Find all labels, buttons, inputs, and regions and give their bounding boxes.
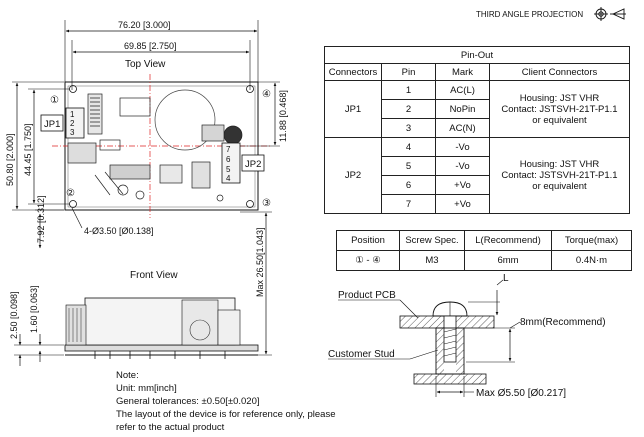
pinout-title: Pin-Out	[324, 46, 630, 64]
customer-stud-label: Customer Stud	[328, 349, 395, 360]
pinout-pin: 7	[381, 194, 436, 214]
screw-table: Position Screw Spec. L(Recommend) Torque…	[336, 230, 632, 271]
pinout-mark: AC(L)	[435, 80, 490, 100]
dim-hole-spacing-y: 44.45 [1.750]	[23, 123, 33, 176]
pinout-client-jp2: Housing: JST VHR Contact: JSTSVH-21T-P1.…	[489, 137, 630, 214]
pinout-connector-jp1: JP1	[324, 80, 382, 138]
top-view-title: Top View	[125, 59, 166, 70]
jp1-pin-3: 3	[70, 128, 75, 137]
component-outlines	[67, 89, 243, 202]
pinout-header-client: Client Connectors	[489, 63, 630, 81]
jp2-pin-7: 7	[226, 145, 231, 154]
dim-jp2-offset: 11.88 [0.468]	[278, 90, 288, 142]
mounting-hole-3	[246, 200, 254, 208]
pinout-mark: +Vo	[435, 175, 490, 195]
dim-hole-edge: 7.92 [0.312]	[36, 195, 46, 243]
pinout-pin: 2	[381, 99, 436, 119]
front-view: Front View Max 26.50[1.043] 2.50 [0.098]…	[9, 211, 272, 366]
jp2-label: JP2	[245, 159, 261, 170]
pinout-mark: +Vo	[435, 194, 490, 214]
note-line: Unit: mm[inch]	[116, 383, 177, 394]
screw-torque: 0.4N·m	[551, 250, 632, 271]
jp1-label: JP1	[44, 119, 60, 130]
mounting-detail: Product PCB L 8mm(Recommend) Customer St…	[328, 273, 606, 399]
hole-number-3: ③	[262, 198, 271, 209]
screw-header-position: Position	[336, 230, 400, 251]
pinout-header-mark: Mark	[435, 63, 490, 81]
pinout-header-pin: Pin	[381, 63, 436, 81]
note-line: refer to the actual product	[116, 422, 225, 433]
dim-pcb-gap: 2.50 [0.098]	[9, 291, 19, 339]
note-line: General tolerances: ±0.50[±0.020]	[116, 396, 260, 407]
client-line: Contact: JSTSVH-21T-P1.1	[501, 170, 618, 181]
client-line: Contact: JSTSVH-21T-P1.1	[501, 103, 618, 115]
pinout-mark: AC(N)	[435, 118, 490, 138]
jp1-pin-1: 1	[70, 110, 75, 119]
mounting-hole-4	[246, 85, 254, 93]
client-line: or equivalent	[532, 114, 587, 126]
pinout-pin: 1	[381, 80, 436, 100]
pinout-header-connectors: Connectors	[324, 63, 382, 81]
pinout-pin: 3	[381, 118, 436, 138]
pinout-pin: 4	[381, 137, 436, 157]
client-line: or equivalent	[532, 181, 587, 192]
pinout-connector-jp2: JP2	[324, 137, 382, 214]
max-diameter-label: Max Ø5.50 [Ø0.217]	[476, 388, 566, 399]
jp2-pin-4: 4	[226, 174, 231, 183]
top-view: 76.20 [3.000] 69.85 [2.750] Top View ① ②…	[5, 20, 288, 249]
hole-number-1: ①	[50, 95, 59, 106]
recommend-label: 8mm(Recommend)	[520, 317, 606, 328]
hole-number-4: ④	[262, 89, 271, 100]
screw-l: 6mm	[464, 250, 552, 271]
hole-number-2: ②	[66, 188, 75, 199]
pinout-table: Pin-Out Connectors Pin Mark Client Conne…	[324, 46, 630, 214]
client-line: Housing: JST VHR	[519, 92, 600, 104]
dim-hole-spacing-x: 69.85 [2.750]	[124, 41, 177, 51]
jp2-connector	[221, 142, 241, 184]
screw-header-torque: Torque(max)	[551, 230, 632, 251]
projection-header: THIRD ANGLE PROJECTION	[476, 7, 626, 21]
client-line: Housing: JST VHR	[519, 159, 600, 170]
screw-shank	[443, 315, 457, 363]
jp1-connector	[65, 107, 85, 139]
notes-block: Note: Unit: mm[inch] General tolerances:…	[116, 369, 336, 434]
mounting-hole-2	[69, 200, 77, 208]
screw-header-l: L(Recommend)	[464, 230, 552, 251]
jp2-pin-6: 6	[226, 155, 231, 164]
hole-callout: 4-Ø3.50 [Ø0.138]	[84, 226, 154, 236]
dim-max-height: Max 26.50[1.043]	[255, 227, 265, 297]
screw-position: ① - ④	[336, 250, 400, 271]
l-label: L	[503, 273, 509, 284]
front-pcb	[64, 344, 259, 352]
dim-pcb-thickness: 1.60 [0.063]	[29, 285, 39, 333]
screw-spec: M3	[399, 250, 465, 271]
dim-overall-height: 50.80 [2.000]	[5, 133, 15, 186]
front-view-title: Front View	[130, 270, 178, 281]
jp2-pin-5: 5	[226, 165, 231, 174]
pinout-mark: -Vo	[435, 156, 490, 176]
dim-overall-width: 76.20 [3.000]	[118, 20, 171, 30]
pinout-pin: 5	[381, 156, 436, 176]
pinout-mark: -Vo	[435, 137, 490, 157]
pinout-mark: NoPin	[435, 99, 490, 119]
note-line: Note:	[116, 370, 139, 381]
pinout-client-jp1: Housing: JST VHR Contact: JSTSVH-21T-P1.…	[489, 80, 630, 138]
screw-header-spec: Screw Spec.	[399, 230, 465, 251]
projection-label: THIRD ANGLE PROJECTION	[476, 10, 583, 19]
projection-symbol-icon	[594, 7, 626, 21]
note-line: The layout of the device is for referenc…	[116, 409, 336, 420]
mounting-hole-1	[69, 85, 77, 93]
jp1-pin-2: 2	[70, 119, 75, 128]
product-pcb-label: Product PCB	[338, 290, 396, 301]
pinout-pin: 6	[381, 175, 436, 195]
